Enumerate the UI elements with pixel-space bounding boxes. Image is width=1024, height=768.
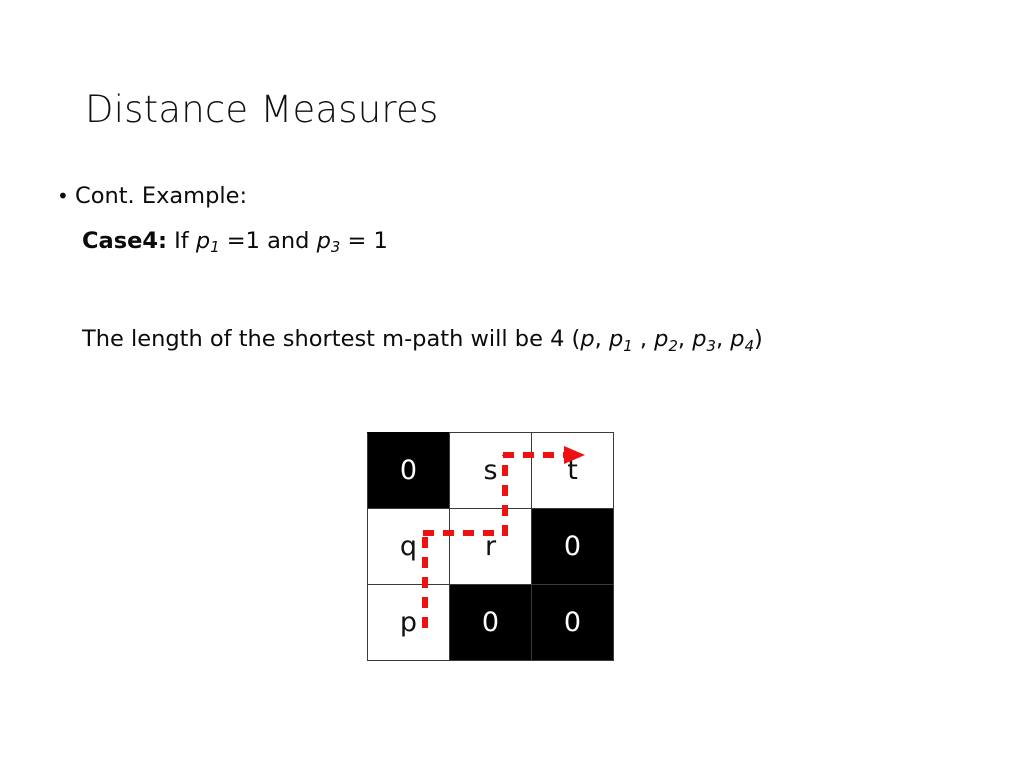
grid-cell-r1c2: s xyxy=(449,432,532,509)
case-variable-p3: p xyxy=(316,227,331,254)
path-var-p4: p xyxy=(730,326,745,352)
path-var-p3: p xyxy=(692,326,707,352)
bullet-item-cont-example: •Cont. Example: xyxy=(57,185,957,208)
path-sep-2: , xyxy=(677,326,686,352)
case-subscript-1: 1 xyxy=(210,238,220,257)
case-subscript-3: 3 xyxy=(330,238,341,257)
grid-cell-r2c3: 0 xyxy=(531,508,614,585)
case-variable-p1: p xyxy=(195,227,211,254)
bullet-dot-icon: • xyxy=(57,184,69,208)
path-sep-1: , xyxy=(632,326,647,352)
case-text-1: If xyxy=(174,227,189,254)
slide-body: •Cont. Example: Case4: If p1 =1 and p3 =… xyxy=(57,185,957,353)
grid-cell-r2c2: r xyxy=(449,508,532,585)
path-var-p: p xyxy=(580,326,595,352)
case-text-2: =1 and xyxy=(226,227,310,254)
grid-cell-r3c1: p xyxy=(367,584,450,661)
path-sub-2: 2 xyxy=(668,336,678,355)
table-row: p 0 0 xyxy=(367,584,614,661)
path-sep-3: , xyxy=(715,326,724,352)
grid-cell-r2c1: q xyxy=(367,508,450,585)
grid-cell-r1c3: t xyxy=(531,432,614,509)
case-label: Case4: xyxy=(82,227,168,254)
case-line: Case4: If p1 =1 and p3 = 1 xyxy=(57,227,957,257)
table-row: 0 s t xyxy=(367,432,614,509)
pixel-grid: 0 s t q r 0 p 0 0 xyxy=(367,432,614,661)
table-row: q r 0 xyxy=(367,508,614,585)
case-text-3: = 1 xyxy=(347,227,388,254)
path-var-p1: p xyxy=(608,326,624,352)
path-sep-0: , xyxy=(594,326,602,352)
grid-cell-r3c2: 0 xyxy=(449,584,532,661)
path-var-p2: p xyxy=(654,326,669,352)
m-path-grid-figure: 0 s t q r 0 p 0 0 xyxy=(367,432,614,661)
grid-cell-r1c1: 0 xyxy=(367,432,450,509)
bullet-label: Cont. Example: xyxy=(75,183,248,209)
path-sub-1: 1 xyxy=(623,336,633,355)
path-sub-4: 4 xyxy=(744,336,755,355)
path-length-text: The length of the shortest m-path will b… xyxy=(82,326,581,352)
page-title: Distance Measures xyxy=(85,88,439,131)
path-close-paren: ) xyxy=(754,326,763,352)
path-sub-3: 3 xyxy=(706,336,716,355)
grid-cell-r3c3: 0 xyxy=(531,584,614,661)
path-length-line: The length of the shortest m-path will b… xyxy=(57,326,957,353)
